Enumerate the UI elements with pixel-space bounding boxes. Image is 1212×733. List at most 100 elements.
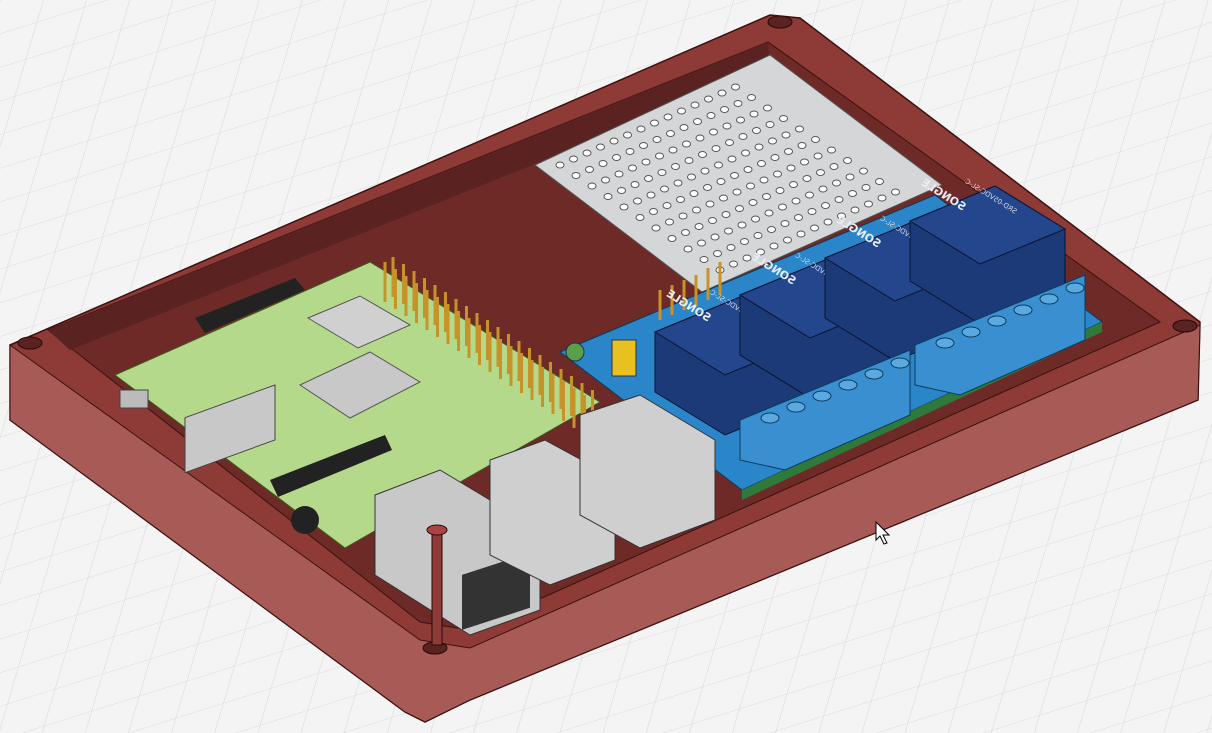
terminal-screw <box>987 315 1007 327</box>
perfboard-hole <box>668 146 678 154</box>
perfboard-hole <box>791 197 801 205</box>
perfboard-hole <box>687 173 696 181</box>
perfboard-hole <box>698 151 707 158</box>
arrow-pointer-icon <box>875 520 891 545</box>
perfboard-hole <box>837 212 846 220</box>
perfboard-hole <box>598 160 608 167</box>
mount-hole <box>17 336 43 350</box>
perfboard-hole <box>555 161 565 169</box>
perfboard-holes <box>555 83 900 274</box>
perfboard-hole <box>861 184 871 191</box>
perfboard-hole <box>741 149 750 157</box>
perfboard-hole <box>746 182 755 190</box>
perfboard[interactable] <box>534 54 943 293</box>
perfboard-hole <box>763 104 772 112</box>
perfboard-hole <box>768 137 777 145</box>
enclosure-front-wall <box>9 324 1201 723</box>
perfboard-hole <box>695 134 705 142</box>
perfboard-hole <box>625 148 635 155</box>
standoff <box>565 342 585 362</box>
perfboard-hole <box>644 175 653 182</box>
perfboard-hole <box>690 101 700 109</box>
perfboard-hole <box>601 176 610 184</box>
perfboard-hole <box>780 220 790 227</box>
perfboard-hole <box>666 130 675 137</box>
perfboard-hole <box>665 218 674 226</box>
perfboard-hole <box>703 184 712 191</box>
terminal-screw <box>935 337 955 349</box>
perfboard-hole <box>704 95 713 103</box>
perfboard-hole <box>628 164 637 172</box>
perfboard-hole <box>786 164 796 172</box>
perfboard-hole <box>726 244 736 251</box>
perfboard-hole <box>779 115 788 122</box>
perfboard-hole <box>775 187 785 194</box>
perfboard-hole <box>639 142 648 149</box>
perfboard-hole <box>740 238 749 245</box>
perfboard-hole <box>651 224 661 232</box>
perfboard-hole <box>655 152 664 160</box>
perfboard-hole <box>751 215 760 223</box>
perfboard-hole <box>636 125 646 133</box>
perfboard-hole <box>845 173 855 181</box>
perfboard-hole <box>663 113 673 121</box>
perfboard-hole <box>795 125 804 133</box>
terminal-block[interactable] <box>739 349 911 471</box>
perfboard-hole <box>716 178 726 185</box>
perfboard-hole <box>700 167 710 175</box>
perfboard-hole <box>678 212 688 220</box>
perfboard-hole <box>805 191 814 199</box>
ethernet-socket <box>462 552 530 630</box>
perfboard-hole <box>681 229 690 236</box>
perfboard-hole <box>683 245 693 253</box>
perfboard-hole <box>770 154 780 161</box>
perfboard-hole <box>864 200 873 208</box>
perfboard-hole <box>848 190 857 197</box>
perfboard-hole <box>727 155 737 163</box>
jumper <box>611 339 637 377</box>
terminal-screw <box>890 357 910 369</box>
perfboard-hole <box>773 170 782 178</box>
perfboard-hole <box>652 136 662 143</box>
perfboard-hole <box>689 190 699 197</box>
screw-head <box>426 524 448 536</box>
perfboard-hole <box>818 185 828 193</box>
perfboard-hole <box>711 145 721 152</box>
perfboard-hole <box>587 182 597 190</box>
perfboard-hole <box>721 211 731 218</box>
perfboard-hole <box>693 118 702 125</box>
perfboard-hole <box>646 191 656 199</box>
terminal-screw <box>1013 304 1033 316</box>
perfboard-hole <box>635 214 645 221</box>
perfboard-hole <box>781 131 791 139</box>
perfboard-hole <box>673 179 683 187</box>
terminal-block[interactable] <box>914 274 1086 396</box>
perfboard-hole <box>756 248 765 256</box>
perfboard-hole <box>617 187 626 194</box>
perfboard-hole <box>725 139 734 146</box>
perfboard-hole <box>813 152 823 160</box>
perfboard-hole <box>667 235 677 242</box>
perfboard-hole <box>569 155 578 163</box>
perfboard-hole <box>811 136 820 143</box>
perfboard-hole <box>736 116 745 124</box>
perfboard-hole <box>676 196 685 203</box>
perfboard-hole <box>749 110 759 118</box>
perfboard-hole <box>810 224 819 232</box>
perfboard-hole <box>800 158 809 166</box>
perfboard-hole <box>571 172 581 179</box>
mount-hole <box>767 15 793 29</box>
perfboard-hole <box>802 175 812 182</box>
perfboard-hole <box>671 163 680 170</box>
perfboard-hole <box>585 166 594 173</box>
perfboard-hole <box>603 193 613 200</box>
terminal-screw <box>961 326 981 338</box>
terminal-screw <box>1039 293 1059 305</box>
perfboard-hole <box>714 161 723 169</box>
perfboard-hole <box>660 185 669 193</box>
terminal-screw <box>838 379 858 391</box>
raspberry-pi-board[interactable] <box>114 257 716 646</box>
perfboard-hole <box>748 199 758 206</box>
mount-hole <box>1172 319 1198 333</box>
